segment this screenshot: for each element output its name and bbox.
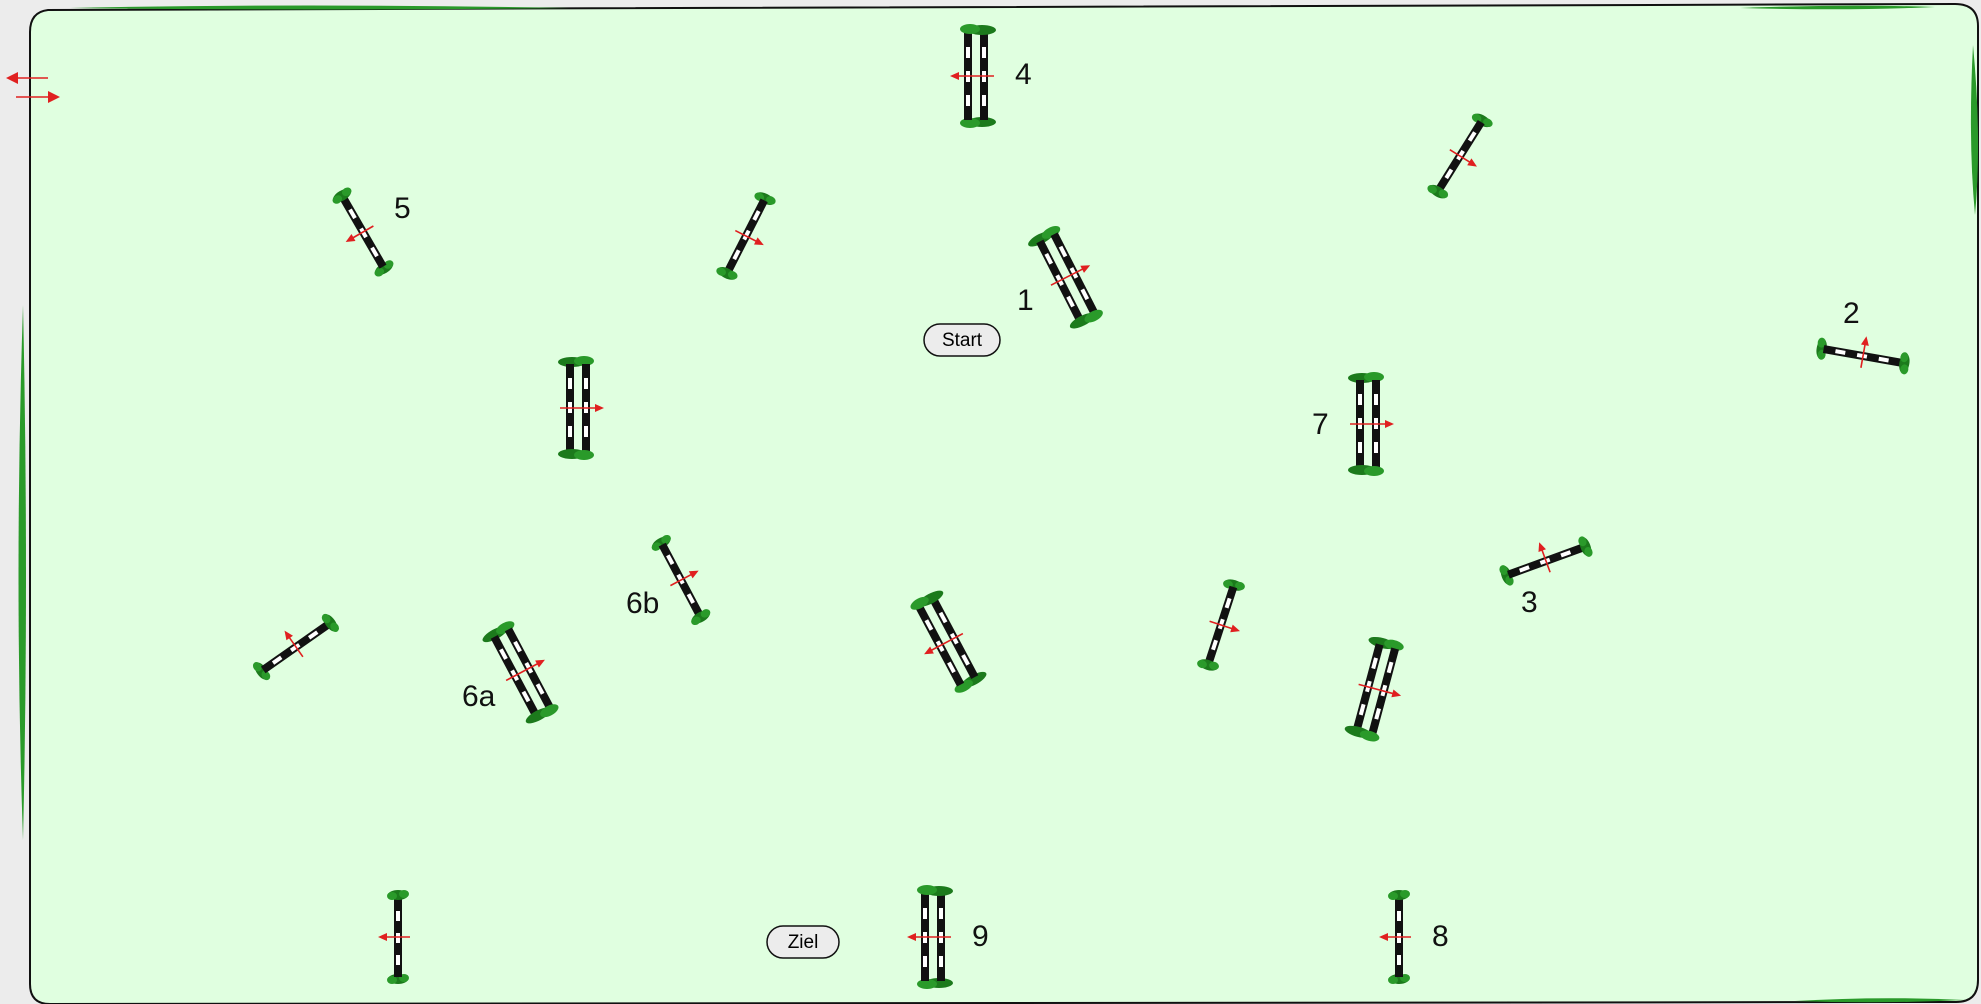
jump-number-5: 5 bbox=[394, 192, 411, 225]
jump-number-7: 7 bbox=[1312, 408, 1329, 441]
jump-number-1: 1 bbox=[1017, 284, 1034, 317]
jump-number-9: 9 bbox=[972, 920, 989, 953]
hedge-bottom-right bbox=[1795, 998, 1965, 1003]
double-arrow-icon[interactable] bbox=[6, 72, 60, 103]
jump-number-2: 2 bbox=[1843, 297, 1860, 330]
jump-number-3: 3 bbox=[1521, 586, 1538, 619]
start-marker[interactable]: Start bbox=[923, 323, 1001, 357]
jump-number-6b: 6b bbox=[626, 587, 659, 620]
start-label: Start bbox=[942, 330, 983, 351]
jump-number-6a: 6a bbox=[462, 680, 496, 713]
hedge-top-right bbox=[1740, 5, 1935, 10]
hedge-right bbox=[1970, 45, 1979, 215]
finish-label: Ziel bbox=[788, 932, 819, 953]
hedge-left bbox=[18, 305, 26, 840]
arena bbox=[29, 2, 1979, 1004]
finish-marker[interactable]: Ziel bbox=[766, 925, 840, 959]
hedge-top-left bbox=[70, 5, 570, 10]
jump-number-4: 4 bbox=[1015, 58, 1032, 91]
jump-number-8: 8 bbox=[1432, 920, 1449, 953]
